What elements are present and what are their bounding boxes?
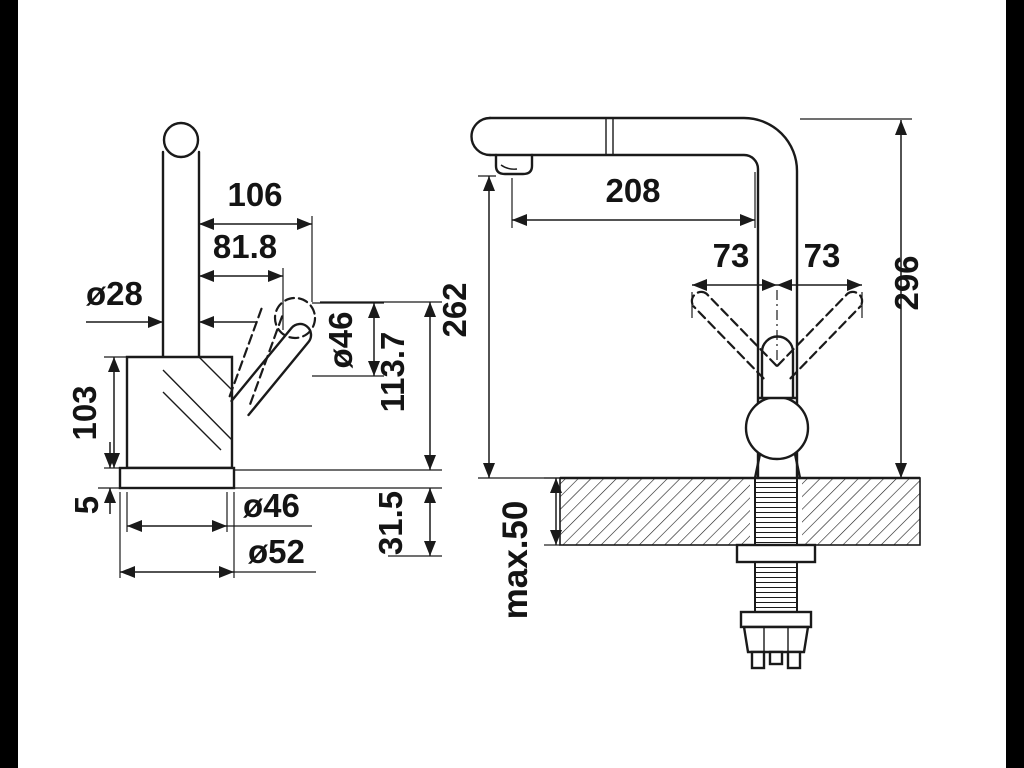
spout-inner-edge (488, 153, 760, 480)
body-skirt (753, 452, 802, 480)
dim-side-body-height: 103 (66, 385, 103, 440)
dim-front-max-counter-thickness: max.50 (496, 501, 535, 620)
left-edge-bar (0, 0, 18, 768)
spout-outer-edge (488, 116, 799, 480)
right-edge-bar (1006, 0, 1024, 768)
aerator-lip (500, 164, 518, 170)
aerator-outlet (494, 153, 534, 176)
lever-knob-dashed (273, 296, 317, 340)
dim-front-spout-height: 262 (436, 282, 473, 337)
mounting-hardware (735, 477, 817, 670)
side-view-geometry (118, 121, 317, 490)
lever-ball-joint (744, 395, 810, 461)
dim-front-lever-swing-left: 73 (713, 237, 750, 274)
front-view-geometry (470, 116, 921, 670)
lever-solid-side (230, 322, 313, 417)
dim-side-reach-top: 106 (227, 176, 282, 213)
base-flange-side (118, 466, 236, 490)
pipe-side (161, 150, 201, 359)
dim-side-lever-height: 113.7 (374, 332, 411, 413)
side-view-dimensions: 106 81.8 ø28 103 5 ø46 ø52 ø46 (66, 176, 442, 578)
dim-side-base-outer-diameter: ø52 (248, 533, 305, 570)
front-view-dimensions: 208 262 296 73 73 max.50 (436, 118, 925, 620)
dim-side-lever-knob-diameter: ø46 (322, 312, 359, 369)
pullout-seam (605, 118, 614, 155)
dim-front-total-height: 296 (888, 255, 925, 310)
dim-side-base-diameter: ø46 (243, 487, 300, 524)
dim-side-pipe-diameter: ø28 (86, 275, 143, 312)
dim-front-spout-reach: 208 (605, 172, 660, 209)
countertop-hatched (559, 477, 921, 546)
dim-side-reach-mid: 81.8 (213, 228, 277, 265)
dim-side-base-plate: 5 (68, 496, 105, 514)
spout-end-circle (162, 121, 200, 159)
dim-front-lever-swing-right: 73 (804, 237, 841, 274)
lever-dashed-side (228, 307, 284, 405)
body-joint-seams (162, 356, 233, 451)
spout-end-cap (470, 116, 492, 157)
dim-side-below-offset: 31.5 (372, 491, 409, 555)
